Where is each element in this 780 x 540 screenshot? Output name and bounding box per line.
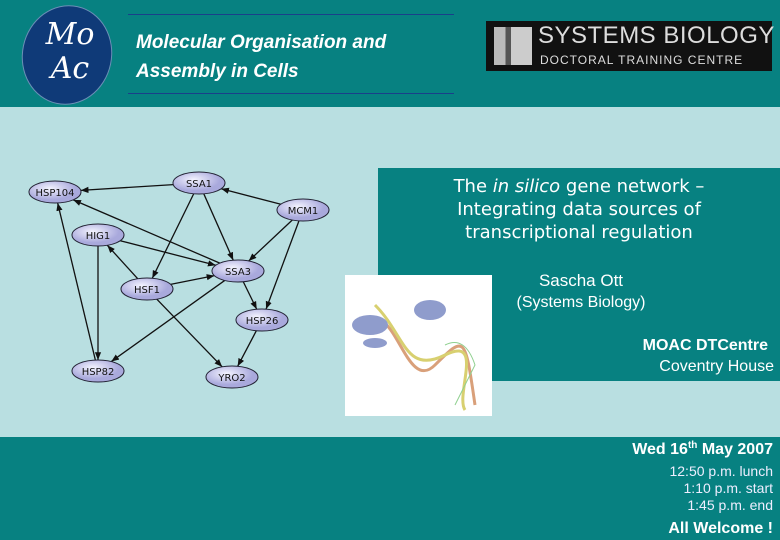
edge-mcm1-ssa3	[248, 219, 293, 262]
title-line3: transcriptional regulation	[465, 222, 693, 243]
affiliation: (Systems Biology)	[516, 294, 646, 311]
node-ellipse	[120, 277, 174, 301]
time-start: 1:10 p.m. start	[683, 480, 773, 496]
node-ellipse	[28, 180, 82, 204]
footer-banner: Wed 16th May 2007 12:50 p.m. lunch 1:10 …	[0, 437, 780, 540]
dna-protein-image	[345, 275, 492, 416]
edge-ssa1-hsf1	[151, 193, 195, 279]
speaker: Sascha Ott	[538, 271, 624, 290]
node-label: MCM1	[288, 206, 319, 217]
node-label: YRO2	[217, 373, 245, 384]
node-hig1: HIG1	[71, 223, 125, 247]
edge-hsp82-hsp104	[56, 202, 97, 361]
node-label: HSP26	[246, 316, 279, 327]
edge-hsf1-hig1	[106, 244, 139, 280]
sb-title: SYSTEMS BIOLOGY	[538, 22, 775, 49]
node-ellipse	[71, 223, 125, 247]
node-label: HSP104	[36, 188, 75, 199]
divider	[128, 14, 454, 15]
node-ssa3: SSA3	[211, 259, 265, 283]
node-ellipse	[276, 198, 330, 222]
room: Coventry House	[659, 358, 774, 375]
title-post: gene network –	[560, 176, 705, 197]
welcome: All Welcome !	[668, 520, 773, 537]
date-rest: May 2007	[697, 441, 773, 458]
node-ellipse	[205, 365, 259, 389]
edge-ssa3-hsp26	[242, 281, 258, 310]
node-label: HIG1	[86, 231, 111, 242]
node-label: HSF1	[134, 285, 160, 296]
time-lunch: 12:50 p.m. lunch	[669, 463, 773, 479]
node-ssa1: SSA1	[172, 171, 226, 195]
node-label: SSA1	[186, 179, 212, 190]
node-mcm1: MCM1	[276, 198, 330, 222]
node-yro2: YRO2	[205, 365, 259, 389]
node-label: SSA3	[225, 267, 251, 278]
divider	[128, 93, 454, 94]
sb-subtitle: DOCTORAL TRAINING CENTRE	[540, 53, 744, 67]
logo-mo: Mo	[45, 17, 95, 52]
node-ellipse	[235, 308, 289, 332]
edge-ssa3-hsp104	[72, 199, 221, 264]
edge-hig1-ssa3	[120, 240, 216, 267]
node-hsp104: HSP104	[28, 180, 82, 204]
edge-ssa3-hsp82	[110, 279, 226, 363]
edge-ssa1-ssa3	[203, 193, 234, 261]
logo-ac: Ac	[50, 51, 90, 86]
edge-hsf1-yro2	[156, 298, 223, 368]
time-end: 1:45 p.m. end	[687, 497, 773, 513]
venue: MOAC DTCentre	[642, 337, 768, 354]
date-suffix: th	[687, 440, 698, 451]
node-label: HSP82	[82, 367, 115, 378]
edge-mcm1-ssa1	[220, 187, 282, 205]
edge-mcm1-hsp26	[265, 220, 300, 310]
node-ellipse	[172, 171, 226, 195]
node-ellipse	[71, 359, 125, 383]
sb-logo-icon	[494, 27, 532, 65]
node-hsf1: HSF1	[120, 277, 174, 301]
date-day: Wed 16	[632, 441, 688, 458]
org-line1: Molecular Organisation and	[136, 32, 387, 53]
edge-hsp26-yro2	[237, 330, 257, 367]
talk-title: The in silico gene network – Integrating…	[378, 175, 780, 244]
title-em: in silico	[492, 176, 561, 197]
node-ellipse	[211, 259, 265, 283]
org-line2: Assembly in Cells	[136, 61, 299, 82]
edge-ssa1-hsp104	[80, 183, 174, 194]
date: Wed 16th May 2007	[632, 440, 773, 459]
title-line2: Integrating data sources of	[457, 199, 701, 220]
edge-hsf1-ssa3	[170, 274, 215, 285]
title-pre: The	[453, 176, 493, 197]
node-hsp82: HSP82	[71, 359, 125, 383]
node-hsp26: HSP26	[235, 308, 289, 332]
systems-biology-logo: SYSTEMS BIOLOGY DOCTORAL TRAINING CENTRE	[486, 21, 775, 71]
